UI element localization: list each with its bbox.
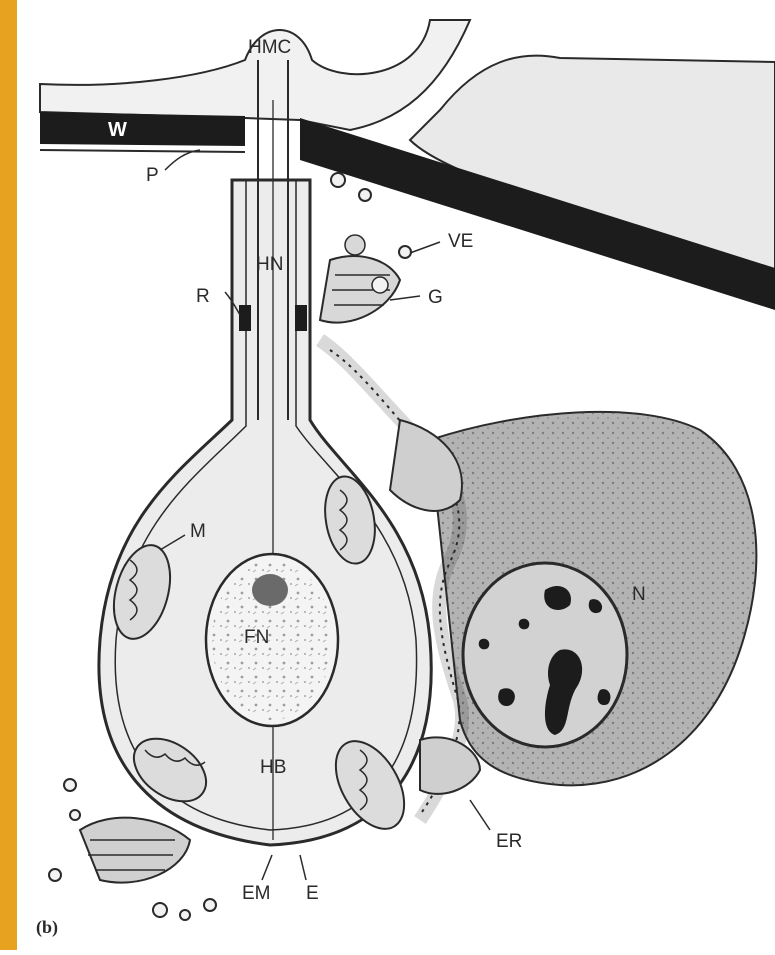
- ring-right: [295, 305, 307, 331]
- ring-left: [239, 305, 251, 331]
- label-m: M: [190, 522, 206, 541]
- label-w: W: [108, 120, 127, 140]
- label-n: N: [632, 585, 646, 604]
- label-e: E: [306, 884, 319, 903]
- frame-bar: [0, 0, 17, 950]
- panel-label: (b): [36, 918, 58, 936]
- label-er: ER: [496, 832, 522, 851]
- cell-wall-left: [40, 112, 245, 146]
- plasma-membrane-line: [40, 150, 245, 152]
- label-p: P: [146, 166, 159, 185]
- nucleolus: [252, 574, 288, 606]
- label-fn: FN: [244, 628, 269, 647]
- label-ve: VE: [448, 232, 473, 251]
- label-hn: HN: [256, 255, 283, 274]
- label-hmc: HMC: [248, 38, 291, 57]
- golgi-body: [320, 235, 400, 323]
- endoplasmic-reticulum-left: [80, 818, 190, 883]
- label-hb: HB: [260, 758, 286, 777]
- label-r: R: [196, 287, 210, 306]
- label-em: EM: [242, 884, 271, 903]
- label-g: G: [428, 288, 443, 307]
